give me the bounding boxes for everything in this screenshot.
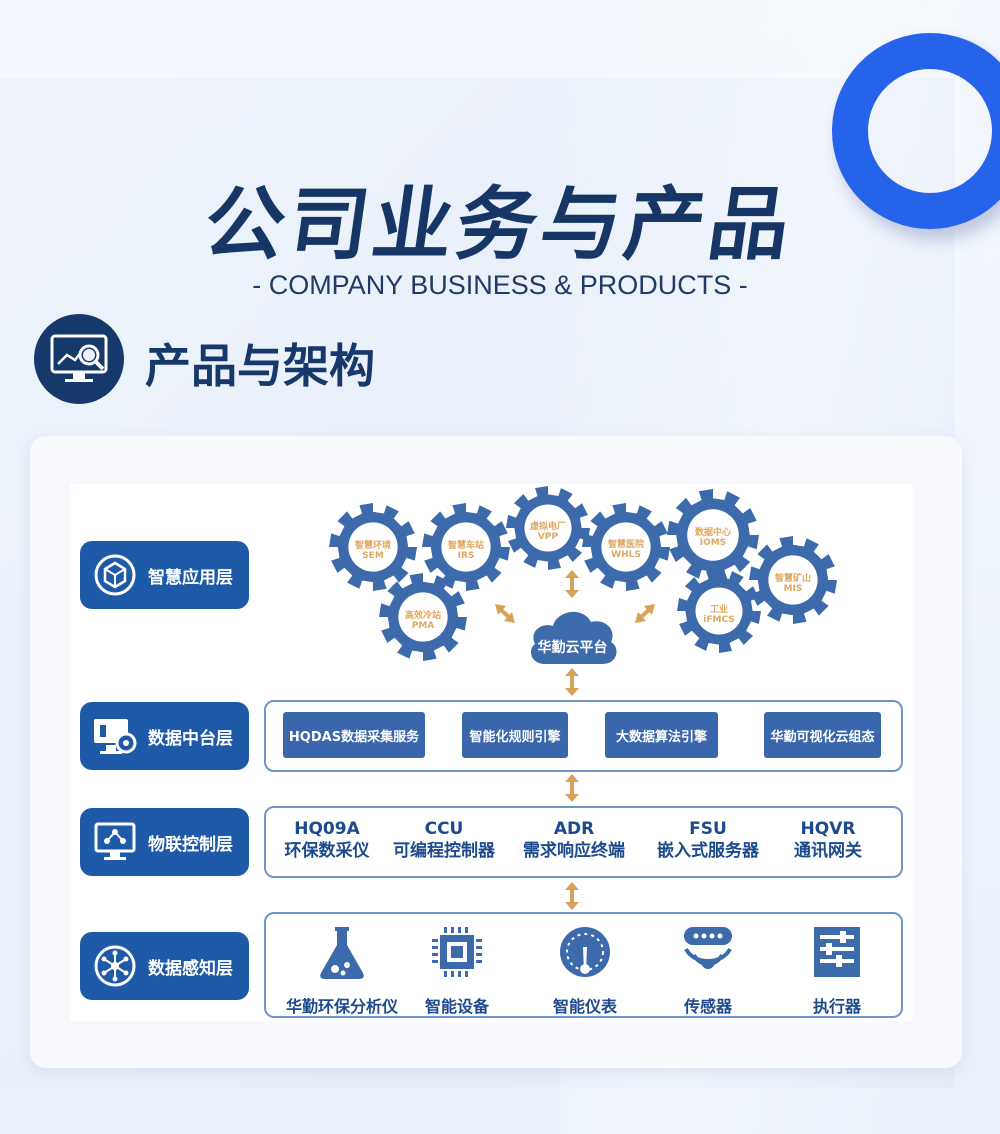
sensing-item: 智能仪表 [540,925,630,1017]
sensing-label: 传感器 [683,997,732,1016]
flask-icon [320,927,364,979]
sensing-label: 执行器 [812,997,861,1016]
app-code: SEM [362,551,384,561]
monitor-network-icon [90,817,140,867]
layer-label-text: 数据中台层 [148,728,233,749]
gear-hub [687,509,739,561]
control-code: CCU [424,819,464,839]
layer-label-text: 智慧应用层 [148,567,233,588]
app-code: iFMCS [703,615,735,625]
app-name: 智慧环境 [354,541,391,551]
gear-hub [398,592,448,642]
app-code: MIS [783,584,803,594]
sensing-item: 执行器 [792,925,882,1017]
layer-label-application: 智慧应用层 [80,541,249,609]
sensing-label: 华勤环保分析仪 [285,997,398,1016]
sensing-label: 智能仪表 [552,997,617,1016]
app-name: 工业 [709,605,728,615]
app-name: 智慧车站 [447,541,484,551]
service-box: 智能化规则引擎 [462,712,568,758]
control-code: HQ09A [294,819,360,839]
gear-hub [524,504,572,552]
gauge-icon [560,927,610,977]
app-name: 高效冷站 [404,611,441,621]
gear-hub [348,522,398,572]
iot-control-box [264,806,903,878]
layer-label-sensing: 数据感知层 [80,932,249,1000]
control-name: 需求响应终端 [523,841,625,861]
app-code: VPP [537,532,559,542]
page-subtitle: - COMPANY BUSINESS & PRODUCTS - [252,270,748,300]
control-name: 可编程控制器 [393,841,495,861]
control-code: ADR [553,819,595,839]
service-box: 华勤可视化云组态 [764,712,881,758]
app-name: 数据中心 [694,528,731,538]
layer-label-data-platform: 数据中台层 [80,702,249,770]
app-name: 智慧矿山 [774,574,811,584]
chip-icon [432,927,482,977]
layer-label-iot-control: 物联控制层 [80,808,249,876]
sensing-item: 华勤环保分析仪 [280,925,404,1017]
layer-label-text: 物联控制层 [148,834,233,855]
sensing-item: 传感器 [663,925,753,1017]
cube-icon [90,550,140,600]
actuator-icon [814,927,860,977]
gear-hub [768,555,818,605]
control-name: 环保数采仪 [284,841,370,861]
gear-hub [601,522,651,572]
app-code: PMA [411,621,435,631]
monitor-gear-icon [90,711,140,761]
control-code: HQVR [800,819,856,839]
app-code: WHLS [611,550,641,560]
section-title: 产品与架构 [145,339,375,393]
sensing-label: 智能设备 [424,997,489,1016]
gear-hub [695,587,743,635]
cloud-label: 华勤云平台 [537,640,608,656]
control-code: FSU [689,819,727,839]
cloud-icon [530,611,617,664]
sensor-icon [684,927,732,969]
sensing-item: 智能设备 [412,925,502,1017]
app-name: 虚拟电厂 [529,522,566,532]
monitor-analytics-icon [34,314,124,404]
hub-icon [90,941,140,991]
service-box: 大数据算法引擎 [605,712,718,758]
service-box: HQDAS数据采集服务 [283,712,425,758]
control-name: 通讯网关 [794,841,862,861]
app-code: IRS [457,551,475,561]
app-name: 智慧医院 [607,540,644,550]
gear-hub [441,522,491,572]
app-code: IOMS [699,538,727,548]
layer-label-text: 数据感知层 [148,958,233,979]
control-name: 嵌入式服务器 [657,841,759,861]
